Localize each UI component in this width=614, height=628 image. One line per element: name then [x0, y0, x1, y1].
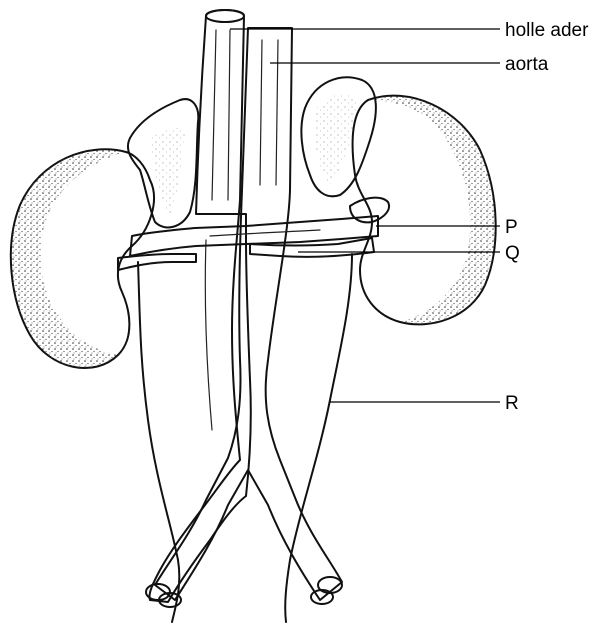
- iliac-vessel-ends: [146, 577, 342, 607]
- renal-vessels: [118, 198, 389, 270]
- ureters: [138, 254, 352, 622]
- left-adrenal-gland: [128, 99, 198, 227]
- right-adrenal-gland: [301, 77, 375, 196]
- left-kidney: [11, 149, 154, 368]
- right-kidney: [353, 96, 496, 325]
- label-r: R: [505, 393, 519, 414]
- label-vena-cava: holle ader: [505, 20, 589, 41]
- label-q: Q: [505, 243, 520, 264]
- label-p: P: [505, 217, 518, 238]
- label-aorta: aorta: [505, 54, 549, 75]
